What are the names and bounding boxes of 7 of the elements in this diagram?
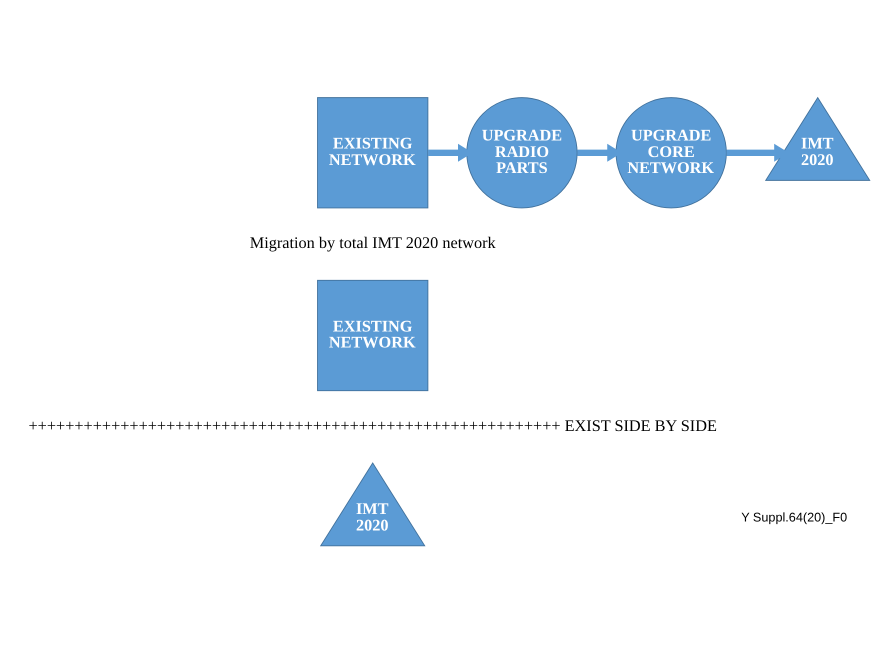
label: Y Suppl.64(20)_F0 bbox=[741, 510, 848, 524]
node-box: EXISTING NETWORK bbox=[317, 279, 428, 391]
node-box: EXISTING NETWORK bbox=[317, 96, 428, 208]
label: ++++++++++++++++++++++++++++++++++++++++++++++++++++++++++ EXIST SIDE BY SIDE bbox=[28, 415, 717, 434]
label: Migration by total IMT 2020 network bbox=[250, 232, 496, 252]
node-circle: UPGRADE RADIO PARTS bbox=[466, 96, 578, 208]
node-circle: UPGRADE CORE NETWORK bbox=[616, 96, 727, 208]
